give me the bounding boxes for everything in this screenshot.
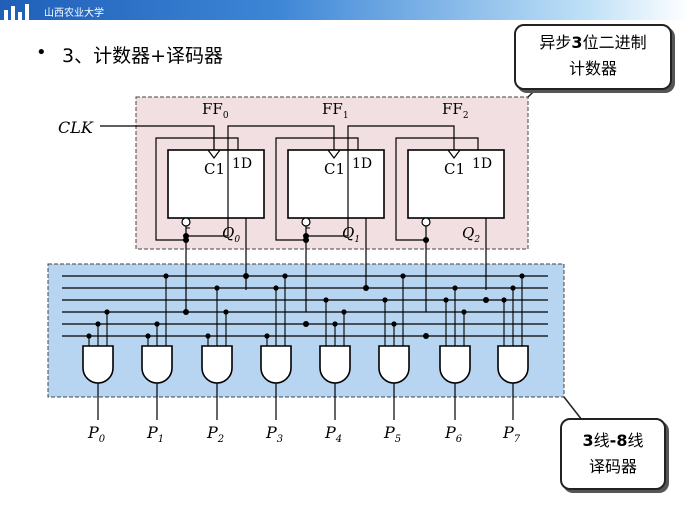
junction-dot bbox=[243, 273, 249, 279]
junction-dot bbox=[223, 309, 229, 315]
decoder-callout-out: -8 bbox=[609, 431, 628, 450]
and-gate-body-0 bbox=[82, 345, 114, 384]
clk-label: CLK bbox=[58, 118, 94, 137]
counter-callout-post: 位二进制 bbox=[582, 33, 647, 52]
and-gate-body-7 bbox=[497, 345, 529, 384]
and-gate-body-5 bbox=[378, 345, 410, 384]
and-gate-0: P0 bbox=[82, 309, 114, 445]
clock-triangle-2 bbox=[447, 149, 461, 159]
junction-dot bbox=[282, 273, 288, 279]
decoder-callout-in: 3 bbox=[582, 431, 594, 450]
output-label-4: P4 bbox=[324, 423, 342, 445]
and-gate-body-6 bbox=[439, 345, 471, 384]
counter-callout: 异步3位二进制 计数器 bbox=[514, 24, 672, 90]
decoder-callout-post: 线 bbox=[627, 431, 644, 450]
junction-dot bbox=[363, 285, 369, 291]
junction-dot bbox=[510, 285, 516, 291]
junction-dot bbox=[423, 333, 429, 339]
junction-dot bbox=[341, 309, 347, 315]
junction-dot bbox=[501, 297, 507, 303]
junction-dot bbox=[323, 297, 329, 303]
and-gate-body-2 bbox=[201, 345, 233, 384]
decoder-callout: 3线-8线 译码器 bbox=[560, 418, 666, 490]
decoder-callout-mid: 线 bbox=[593, 431, 610, 450]
junction-dot bbox=[382, 297, 388, 303]
decoder-callout-line2: 译码器 bbox=[588, 457, 637, 476]
logo-icon bbox=[4, 4, 30, 20]
junction-dot bbox=[452, 285, 458, 291]
data-input-label-0: 1D bbox=[232, 156, 252, 172]
clock-input-label-2: C1 bbox=[444, 160, 465, 178]
junction-dot bbox=[483, 297, 489, 303]
clk-wire bbox=[100, 125, 215, 158]
output-label-7: P7 bbox=[502, 423, 521, 445]
output-label-0: P0 bbox=[87, 423, 106, 445]
counter-callout-bits: 3 bbox=[571, 33, 583, 52]
and-gate-body-4 bbox=[319, 345, 351, 384]
flipflop-box-2 bbox=[407, 149, 505, 219]
q-bar-bubble-1 bbox=[301, 217, 311, 227]
junction-dot bbox=[400, 273, 406, 279]
junction-dot bbox=[183, 233, 189, 239]
output-label-1: P1 bbox=[146, 423, 164, 445]
flipflop-box-1 bbox=[287, 149, 385, 219]
clock-triangle-1 bbox=[327, 149, 341, 159]
output-label-3: P3 bbox=[265, 423, 283, 445]
clock-triangle-0 bbox=[207, 149, 221, 159]
q-bar-bubble-2 bbox=[421, 217, 431, 227]
junction-dot bbox=[332, 321, 338, 327]
junction-dot bbox=[273, 285, 279, 291]
junction-dot bbox=[205, 333, 211, 339]
data-input-label-1: 1D bbox=[352, 156, 372, 172]
junction-dot bbox=[86, 333, 92, 339]
and-gate-3: P3 bbox=[260, 273, 292, 445]
counter-callout-line2: 计数器 bbox=[568, 59, 617, 78]
junction-dot bbox=[264, 333, 270, 339]
slide-title: 3、计数器+译码器 bbox=[62, 45, 224, 67]
flipflop-label-0: FF0 bbox=[202, 100, 229, 121]
counter-callout-pre: 异步 bbox=[539, 33, 572, 52]
and-gate-body-3 bbox=[260, 345, 292, 384]
junction-dot bbox=[163, 273, 169, 279]
data-input-label-2: 1D bbox=[472, 156, 492, 172]
and-gate-2: P2 bbox=[201, 285, 233, 445]
output-label-6: P6 bbox=[444, 423, 463, 445]
junction-dot bbox=[303, 321, 309, 327]
junction-dot bbox=[154, 321, 160, 327]
junction-dot bbox=[519, 273, 525, 279]
q-bar-bubble-0 bbox=[181, 217, 191, 227]
junction-dot bbox=[303, 233, 309, 239]
bullet-point: • bbox=[36, 42, 47, 63]
and-gate-1: P1 bbox=[141, 273, 173, 445]
and-gate-7: P7 bbox=[497, 273, 529, 445]
junction-dot bbox=[214, 285, 220, 291]
output-label-2: P2 bbox=[206, 423, 224, 445]
output-label-5: P5 bbox=[383, 423, 401, 445]
and-gate-5: P5 bbox=[378, 273, 410, 445]
junction-dot bbox=[461, 309, 467, 315]
flipflop-label-1: FF1 bbox=[322, 100, 349, 121]
flipflop-box-0 bbox=[167, 149, 265, 219]
and-gate-body-1 bbox=[141, 345, 173, 384]
university-name: 山西农业大学 bbox=[44, 8, 104, 19]
decoder-callout-pointer bbox=[563, 396, 583, 421]
junction-dot bbox=[391, 321, 397, 327]
junction-dot bbox=[443, 297, 449, 303]
and-gate-4: P4 bbox=[319, 297, 351, 445]
junction-dot bbox=[183, 309, 189, 315]
junction-dot bbox=[104, 309, 110, 315]
junction-dot bbox=[95, 321, 101, 327]
clock-input-label-0: C1 bbox=[204, 160, 225, 178]
clock-input-label-1: C1 bbox=[324, 160, 345, 178]
q-output-label-2: Q2 bbox=[462, 224, 480, 245]
flipflop-label-2: FF2 bbox=[442, 100, 469, 121]
junction-dot bbox=[145, 333, 151, 339]
and-gate-6: P6 bbox=[439, 285, 471, 445]
header-bar: 山西农业大学 bbox=[0, 0, 690, 20]
